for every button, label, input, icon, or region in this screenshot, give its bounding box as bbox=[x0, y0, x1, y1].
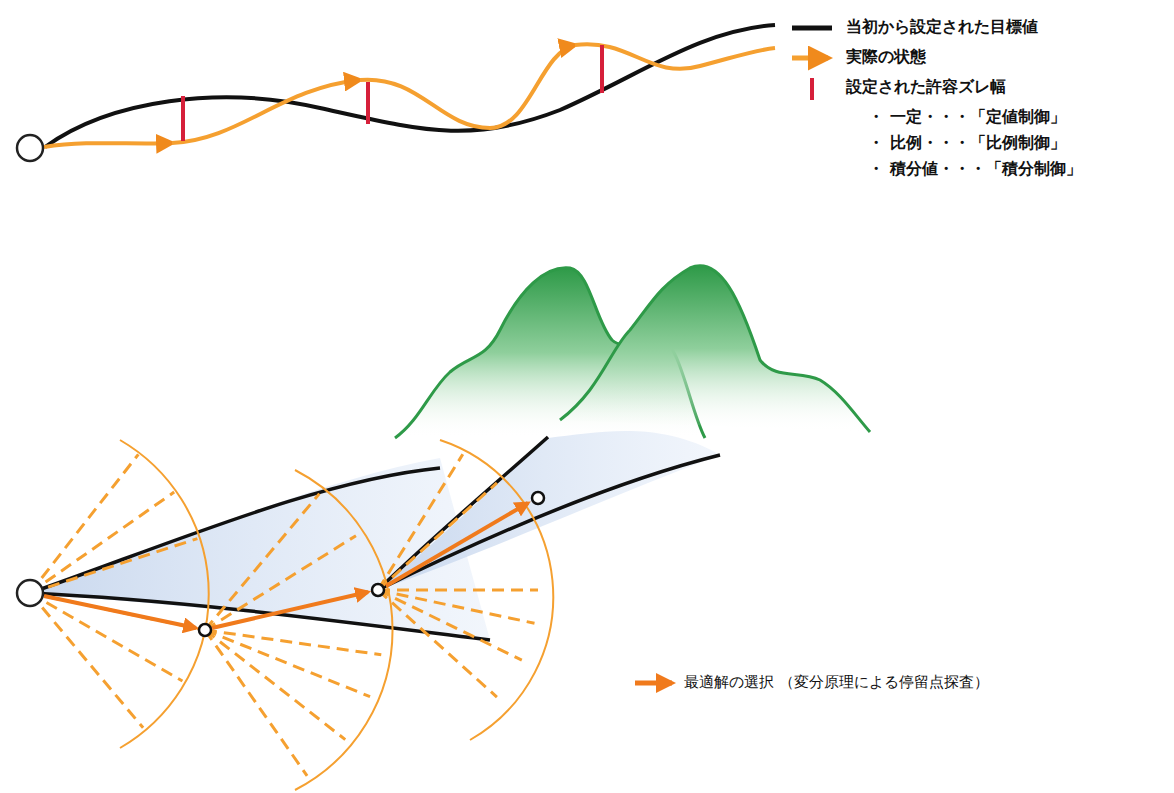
search-fans bbox=[30, 454, 538, 775]
control-type-item: ・ 一定・・・「定値制御」 bbox=[868, 107, 1066, 128]
legend-text: 実際の状態 bbox=[846, 47, 926, 68]
search-ray bbox=[205, 630, 381, 655]
search-arcs bbox=[120, 440, 553, 790]
legend-sample bbox=[635, 681, 672, 686]
optimal-path bbox=[44, 503, 528, 628]
search-ray bbox=[30, 454, 138, 593]
search-ray bbox=[378, 590, 535, 623]
search-ray bbox=[205, 494, 319, 630]
waypoints bbox=[199, 492, 544, 636]
legend-samples bbox=[792, 28, 832, 100]
feasible-band bbox=[30, 431, 720, 640]
control-type-item: ・ 比例・・・「比例制御」 bbox=[868, 133, 1066, 154]
search-ray bbox=[378, 483, 497, 590]
search-ray bbox=[30, 539, 197, 593]
target-curve bbox=[45, 25, 775, 147]
search-ray bbox=[205, 630, 307, 776]
mountains bbox=[395, 266, 870, 438]
search-ray bbox=[205, 630, 345, 740]
search-ray bbox=[30, 593, 182, 681]
actual-state-curve bbox=[44, 44, 775, 147]
start-circle bbox=[17, 580, 43, 606]
search-ray bbox=[378, 454, 463, 590]
control-type-item: ・ 積分値・・・「積分制御」 bbox=[868, 159, 1082, 180]
search-ray bbox=[30, 492, 174, 593]
legend-text: 当初から設定された目標値 bbox=[846, 17, 1038, 38]
legend-text: 設定された許容ズレ幅 bbox=[846, 77, 1006, 98]
legend-text: 最適解の選択 （変分原理による停留点探査） bbox=[684, 671, 1014, 694]
search-ray bbox=[378, 590, 497, 697]
search-ray bbox=[205, 536, 356, 630]
search-ray bbox=[378, 590, 522, 660]
start-circle bbox=[17, 135, 43, 161]
tolerance-bars bbox=[183, 45, 602, 141]
search-ray bbox=[378, 589, 538, 592]
